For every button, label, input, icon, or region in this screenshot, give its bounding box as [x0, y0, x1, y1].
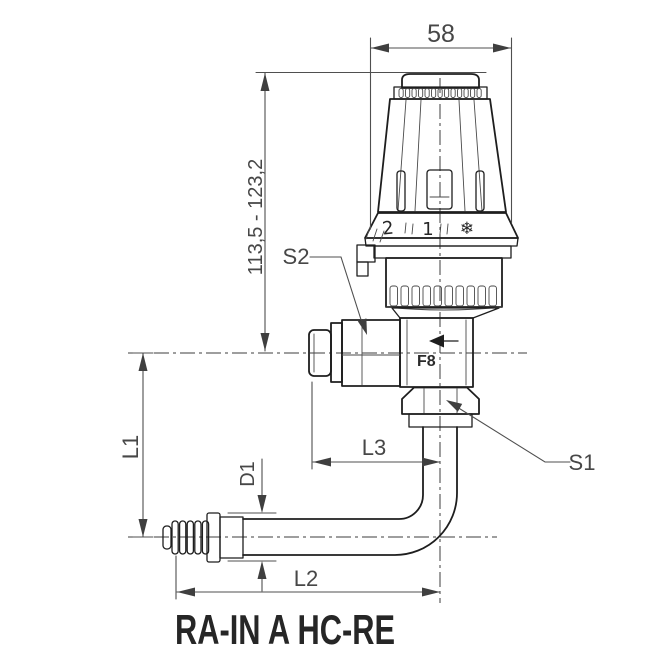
head-ring	[373, 245, 512, 259]
dim-height-range-label: 113,5 - 123,2	[245, 159, 267, 275]
body-cylinder	[399, 317, 474, 388]
dim-l2-label: L2	[294, 566, 318, 591]
scale-tick-marks	[365, 222, 449, 243]
thread-fitting	[162, 520, 210, 555]
arrow-right-icon	[422, 457, 440, 467]
head-top-cap	[401, 73, 480, 89]
arrow-left-icon	[313, 457, 331, 467]
arrow-up-icon	[138, 353, 148, 371]
body-marking: F8	[417, 353, 436, 370]
dimension-l2: L2	[175, 555, 441, 600]
arrow-down-icon	[257, 495, 267, 513]
head-window-left	[396, 170, 406, 212]
arrow-up-icon	[260, 73, 270, 91]
dim-l3-label: L3	[362, 435, 386, 460]
pipe-elbow	[162, 426, 458, 563]
leader-arrow-icon	[446, 400, 463, 412]
side-hex-nut	[341, 319, 401, 387]
thermostatic-head: 2 1 ❄	[356, 73, 519, 311]
label-s1: S1	[446, 400, 595, 475]
dim-d1-label: D1	[237, 461, 259, 487]
arrow-left-icon	[177, 587, 195, 597]
pipe-flange	[206, 512, 221, 563]
head-window-right	[475, 170, 485, 212]
indicator-tab	[356, 244, 376, 263]
dimension-l3: L3	[311, 381, 441, 470]
head-collar	[385, 257, 503, 311]
arrow-right-icon	[422, 587, 440, 597]
dimension-l1: L1	[118, 352, 154, 538]
dimension-height-range: 113,5 - 123,2	[245, 71, 487, 352]
valve-body: F8	[391, 307, 500, 388]
dim-s2-label: S2	[283, 244, 310, 269]
flow-direction-arrow	[429, 334, 459, 348]
dim-head-width-label: 58	[427, 20, 455, 48]
scale-frost-symbol: ❄	[460, 219, 474, 239]
indicator-tab-step	[356, 261, 369, 277]
dimension-head-width: 58	[369, 20, 513, 230]
product-title: RA-IN A HC-RE	[175, 606, 395, 650]
label-s2: S2	[283, 244, 367, 335]
leader-arrow-icon	[357, 318, 367, 335]
side-connection	[308, 319, 401, 387]
dim-l1-label: L1	[118, 435, 143, 459]
arrow-down-icon	[260, 333, 270, 351]
dim-s1-label: S1	[569, 450, 596, 475]
pipe-outer-edge	[242, 426, 458, 556]
body-neck	[391, 307, 500, 319]
head-window-center	[426, 169, 453, 210]
arrow-up-icon	[257, 561, 267, 579]
head-knurl-band	[393, 86, 488, 100]
tailpiece-ring	[408, 413, 473, 428]
scale-number-2: 2	[381, 217, 395, 239]
scale-number-1: 1	[422, 219, 433, 240]
pipe-inner-edge	[242, 426, 424, 520]
arrow-down-icon	[138, 519, 148, 537]
head-scale-skirt: 2 1 ❄	[364, 212, 519, 247]
head-cone	[377, 98, 507, 213]
arrow-left-icon	[371, 43, 389, 53]
union-nut	[401, 386, 480, 428]
centerlines	[128, 78, 527, 603]
arrow-right-icon	[493, 43, 511, 53]
dimension-d1: D1	[227, 458, 277, 592]
